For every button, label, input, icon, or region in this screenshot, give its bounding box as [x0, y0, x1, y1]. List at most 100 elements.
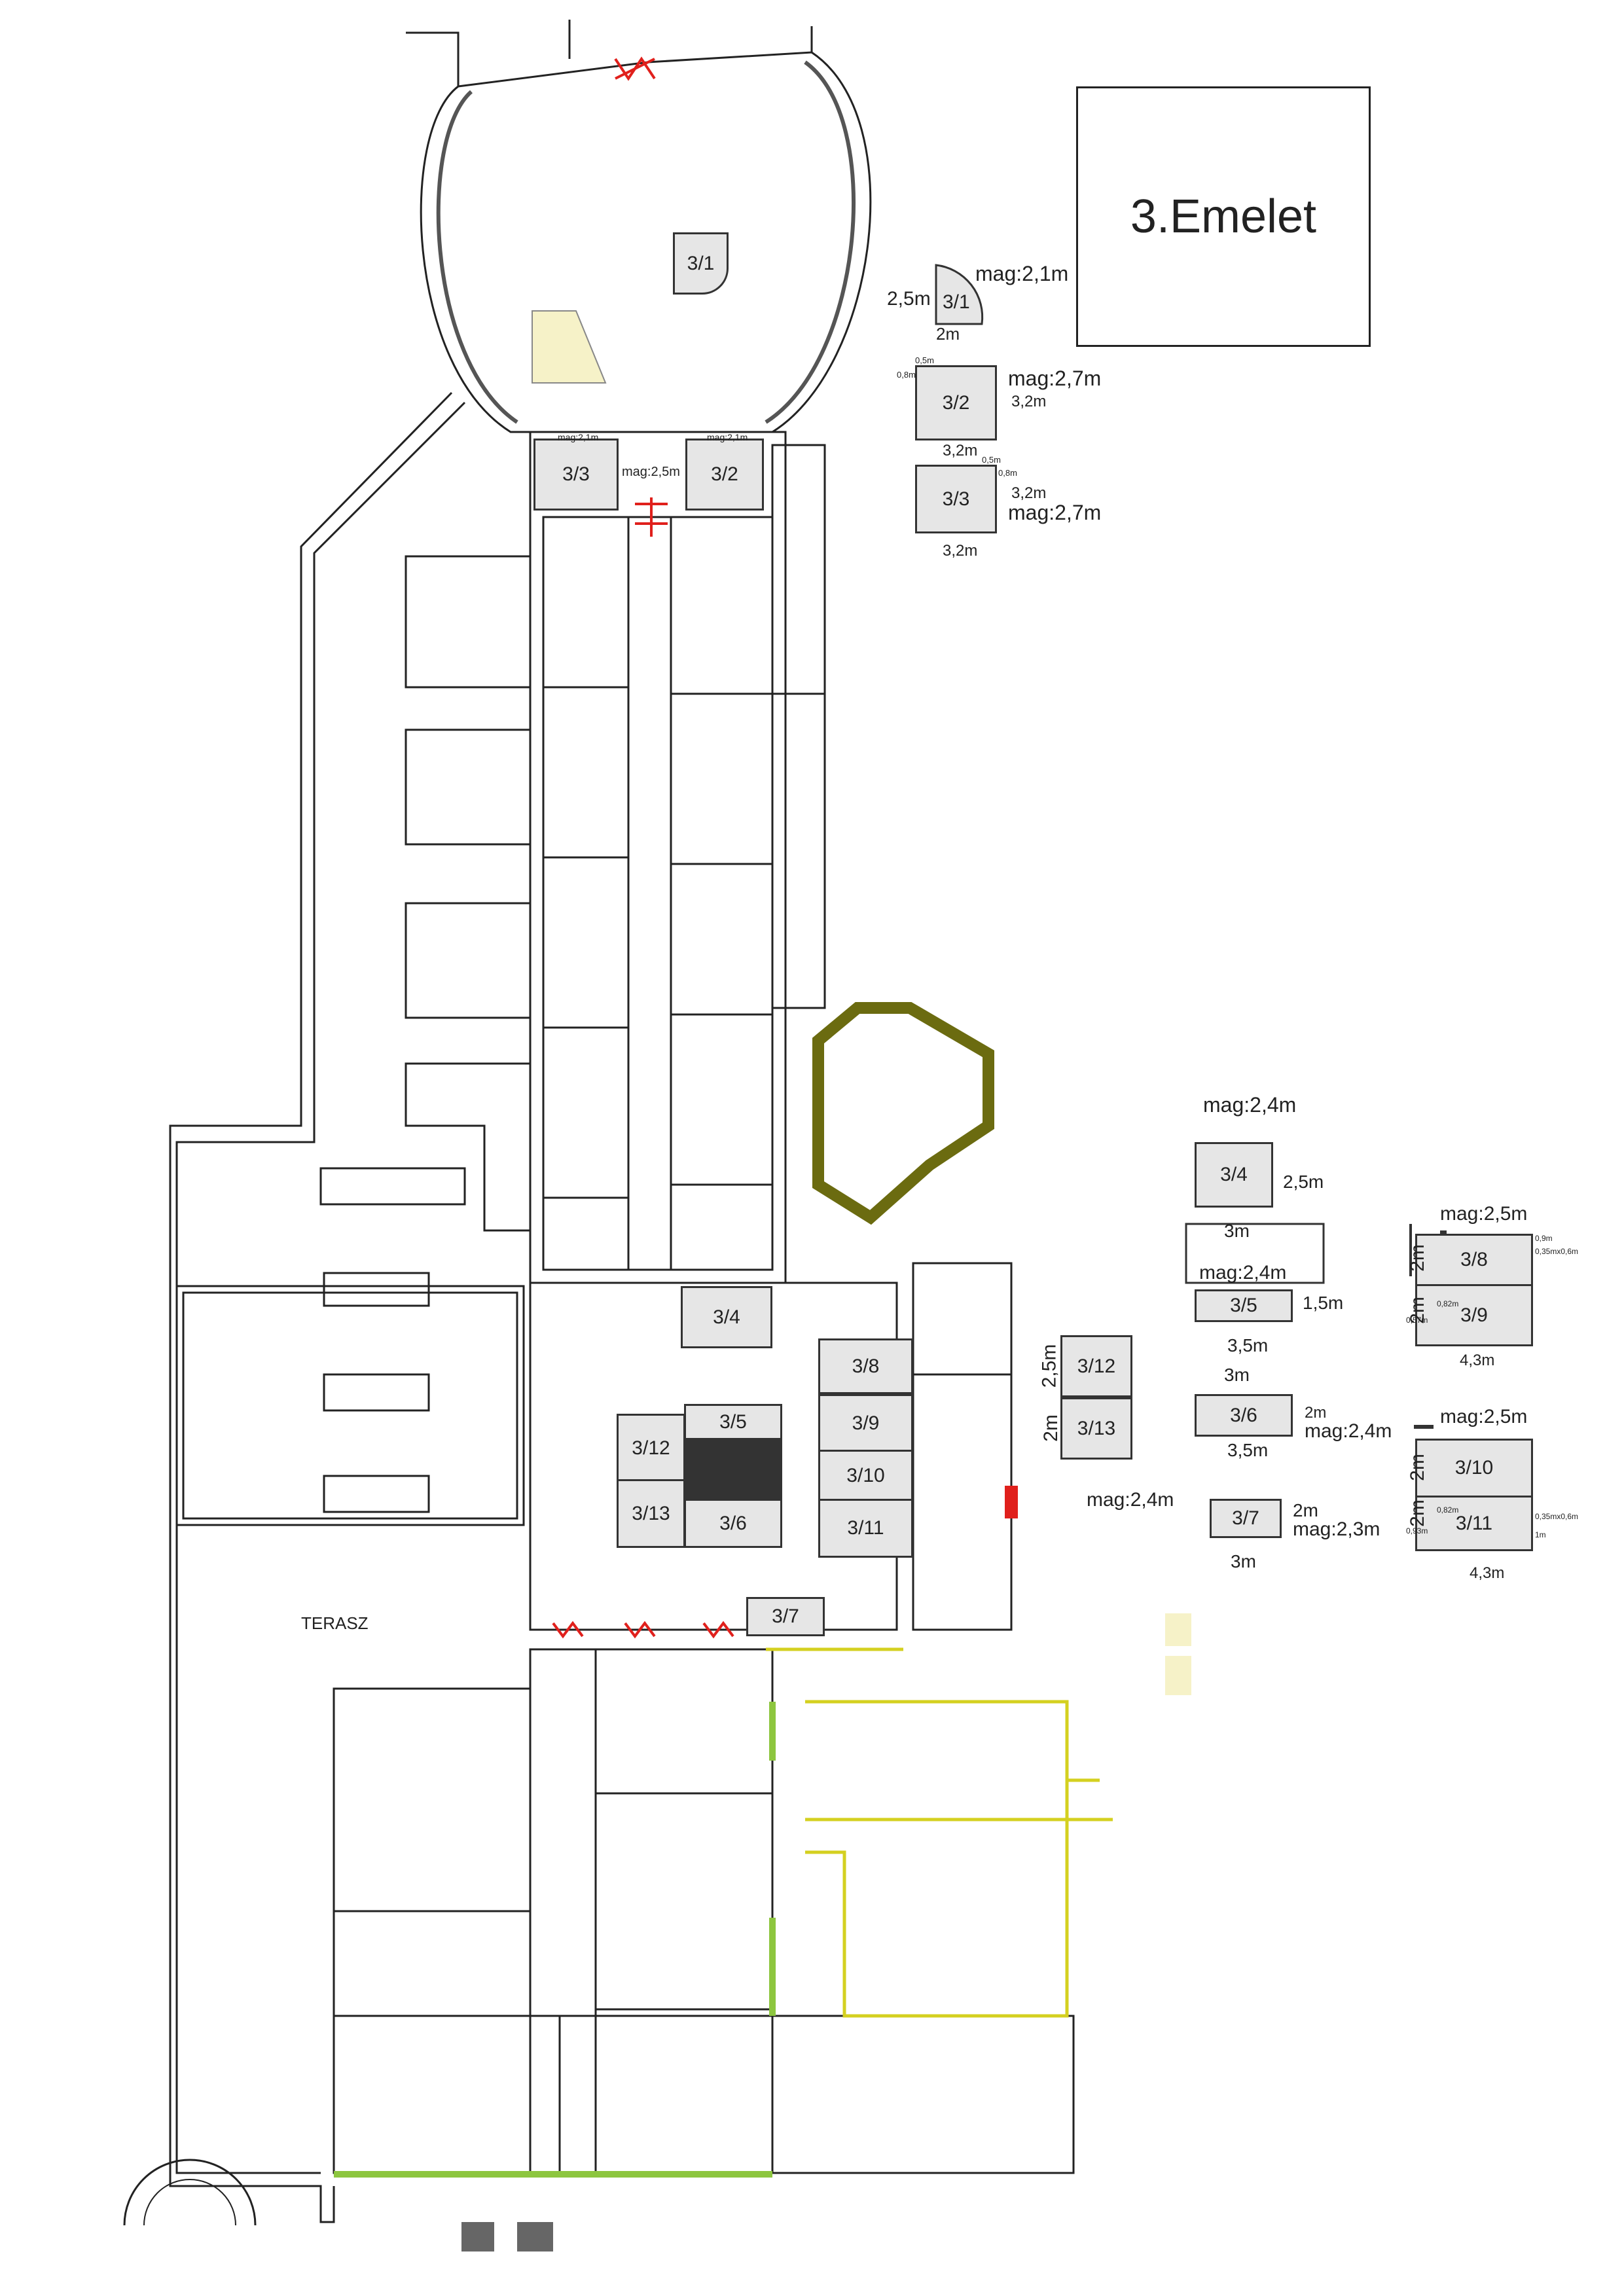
bottom-dark-1	[461, 2222, 494, 2251]
plan-mag-2-1-b: mag:2,1m	[707, 432, 748, 442]
round-tower-inner-wall	[436, 60, 856, 424]
room-3-12-plan[interactable]: 3/12	[617, 1414, 685, 1482]
legend-3-3-small1: 0,5m	[982, 455, 1001, 465]
room-3-13-plan-right[interactable]: 3/13	[1060, 1397, 1132, 1460]
legend-3-8-box: 3/8	[1415, 1234, 1533, 1286]
green-walls	[334, 1702, 776, 2178]
balcony-1	[405, 555, 532, 689]
toilet-block-2	[912, 1373, 1013, 1631]
room-3-3[interactable]: 3/3	[533, 439, 619, 511]
legend-3-3-w: 3,2m	[943, 542, 978, 560]
legend-3-4-w: 3m	[1224, 1221, 1250, 1241]
room-3-9-plan[interactable]: 3/9	[818, 1394, 913, 1453]
legend-3-2-small1: 0,5m	[915, 355, 934, 365]
legend-3-1-height: mag:2,1m	[975, 262, 1069, 285]
room-3-1[interactable]: 3/1	[673, 232, 729, 295]
exit-corridor	[635, 497, 668, 537]
room-3-5-plan[interactable]: 3/5	[684, 1404, 782, 1440]
room-3-2[interactable]: 3/2	[685, 439, 764, 511]
legend-3-6-w: 3,5m	[1227, 1440, 1269, 1460]
legend-3-10-11-w: 4,3m	[1470, 1564, 1505, 1582]
right-room-1	[670, 516, 774, 695]
room-3-7-plan[interactable]: 3/7	[746, 1597, 825, 1636]
room-3-8-plan[interactable]: 3/8	[818, 1338, 913, 1394]
lower-mid-room	[594, 1792, 774, 2011]
legend-3-1-triangle	[935, 264, 984, 325]
lower-left-block	[333, 1687, 532, 2174]
legend-3-7-h: 2m	[1293, 1500, 1318, 1520]
building-walls	[169, 20, 1075, 2223]
balcony-4	[405, 1062, 532, 1232]
room-3-10-plan[interactable]: 3/10	[818, 1450, 913, 1502]
legend-3-1-h: 2,5m	[887, 288, 931, 310]
legend-3-10-11-height: mag:2,5m	[1440, 1406, 1528, 1427]
top-stub-walls	[406, 20, 813, 86]
room-3-13-plan[interactable]: 3/13	[617, 1479, 685, 1548]
legend-3-5-w: 3,5m	[1227, 1335, 1269, 1355]
exit-hall	[552, 1621, 734, 1639]
legend-3-4-height: mag:2,4m	[1203, 1093, 1297, 1117]
legend-3-8-h: 2m	[1406, 1244, 1428, 1272]
legend-3-2-small2: 0,8m	[897, 370, 916, 380]
floor-title: 3.Emelet	[1130, 190, 1317, 243]
legend-3-11-s3: 0,93m	[1406, 1526, 1428, 1535]
room-3-6-plan[interactable]: 3/6	[684, 1499, 782, 1548]
legend-3-10-box: 3/10	[1415, 1439, 1533, 1498]
pale-triangle	[532, 310, 607, 384]
right-side-strip-2	[771, 692, 826, 1009]
legend-3-11-box: 3/11	[1415, 1496, 1533, 1551]
legend-3-6-height: mag:2,4m	[1305, 1420, 1392, 1442]
plan-mag-2-1-a: mag:2,1m	[558, 432, 599, 442]
exit-markers	[552, 56, 734, 1639]
lower-bottom-mid	[558, 2015, 774, 2174]
left-room-1	[542, 516, 630, 689]
legend-3-8-9-frame	[1185, 1223, 1325, 1284]
planter-1	[319, 1167, 466, 1206]
plan-mag-2-5: mag:2,5m	[622, 465, 680, 479]
octagon-room	[812, 1002, 994, 1225]
legend-3-3-h: 3,2m	[1011, 484, 1047, 502]
legend-3-11-s1: 0,82m	[1437, 1505, 1459, 1515]
exit-top	[614, 56, 656, 81]
room-3-11-plan[interactable]: 3/11	[818, 1499, 913, 1558]
legend-3-10-h: 2m	[1406, 1454, 1428, 1481]
spiral-stair	[123, 2159, 257, 2226]
lower-corridor	[529, 1648, 597, 2017]
legend-3-3-height: mag:2,7m	[1008, 501, 1102, 524]
room-3-12-plan-right[interactable]: 3/12	[1060, 1335, 1132, 1397]
right-side-strip	[771, 444, 826, 695]
legend-3-9-s3: 0,82m	[1437, 1299, 1459, 1308]
room-3-4[interactable]: 3/4	[681, 1286, 772, 1348]
terrace-outline	[169, 391, 466, 2223]
legend-3-3-box: 3/3	[915, 465, 997, 533]
legend-3-2-box: 3/2	[915, 365, 997, 440]
legend-3-11-h: 2m	[1406, 1499, 1428, 1527]
lower-bottom-left	[333, 2015, 561, 2174]
planter-2	[323, 1272, 430, 1307]
legend-3-9-s4: 0,57m	[1406, 1316, 1428, 1325]
legend-3-2-w: 3,2m	[943, 442, 978, 459]
legend-3-5-h: 1,5m	[1303, 1293, 1344, 1313]
yellow-outlines	[766, 1647, 1113, 2018]
right-room-4	[670, 1013, 774, 1186]
legend-3-6-top: 3m	[1224, 1365, 1250, 1385]
legend-3-4-box: 3/4	[1195, 1142, 1273, 1208]
legend-3-8-9-height: mag:2,5m	[1440, 1203, 1528, 1225]
balcony-3	[405, 902, 532, 1019]
legend-3-3-small2: 0,8m	[998, 468, 1017, 478]
legend-3-5-box: 3/5	[1195, 1289, 1293, 1322]
dark-block	[684, 1437, 782, 1502]
legend-3-5-height: mag:2,4m	[1199, 1262, 1287, 1283]
bottom-dark-2	[517, 2222, 553, 2251]
legend-3-7-mag: mag:2,4m	[1087, 1489, 1174, 1511]
legend-3-7-w: 3m	[1231, 1551, 1256, 1571]
planter-4	[323, 1475, 430, 1513]
round-tower-wall	[420, 51, 872, 433]
floor-title-box: 3.Emelet	[1076, 86, 1371, 347]
legend-3-8-s2: 0,35mx0,6m	[1535, 1247, 1579, 1256]
legend-3-1-name: 3/1	[943, 291, 970, 313]
terrace-planter-inner	[182, 1291, 518, 1520]
right-room-3	[670, 863, 774, 1016]
left-room-3	[542, 856, 630, 1029]
